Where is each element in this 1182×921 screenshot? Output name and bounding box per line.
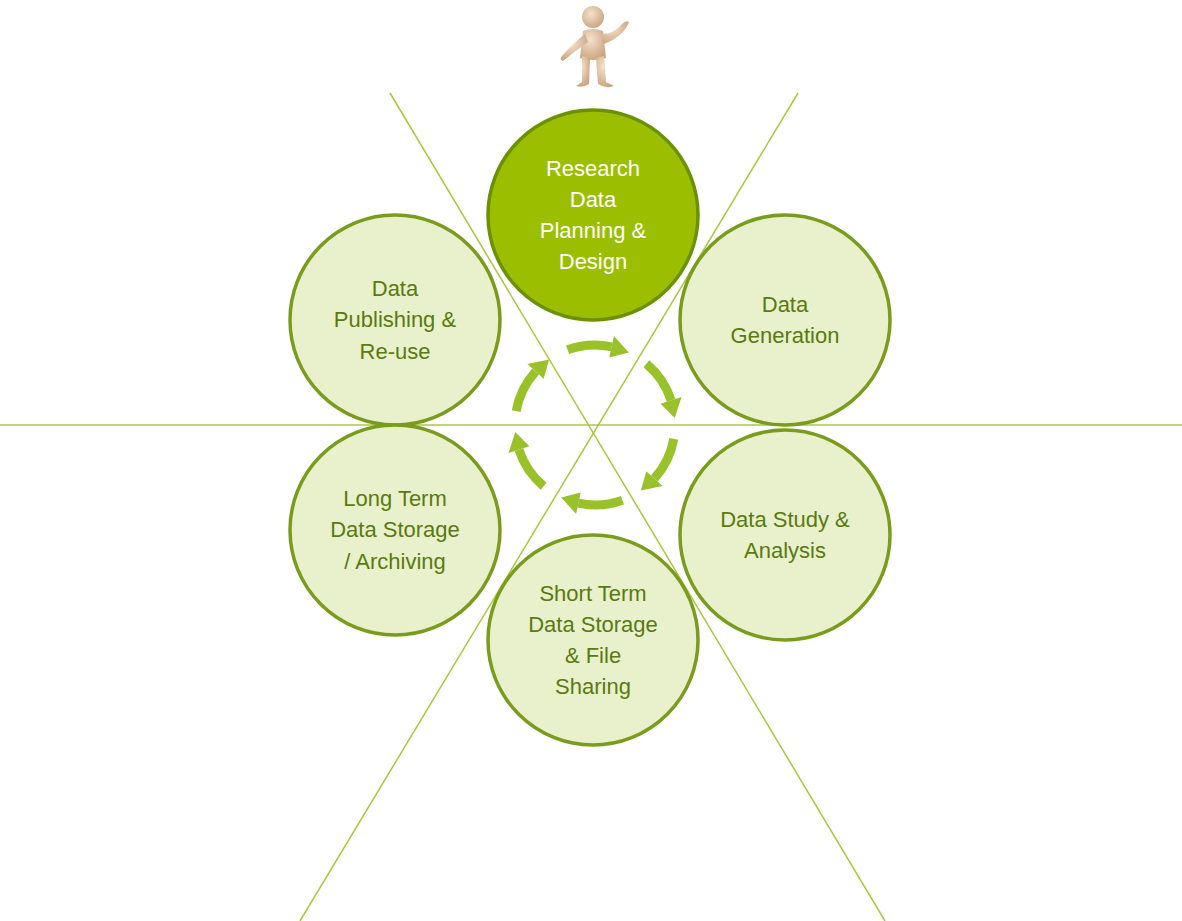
circle-shape <box>488 110 698 320</box>
arrowhead <box>609 336 629 358</box>
cycle-arrow <box>578 500 622 505</box>
circle-shape <box>488 535 698 745</box>
arrowhead <box>509 432 530 453</box>
stage-circle: Research Data Planning & Design <box>486 108 700 322</box>
text-holder: Data Study & Analysis <box>719 504 851 566</box>
text-holder: Data Generation <box>719 289 851 351</box>
circle-outline <box>486 533 700 747</box>
circle-outline <box>486 108 700 322</box>
circle-shape <box>290 425 500 635</box>
text-holder: Research Data Planning & Design <box>527 153 659 278</box>
circle-shape <box>290 215 500 425</box>
arrowhead <box>527 360 549 379</box>
cycle-arrow <box>568 345 612 350</box>
text-holder: Short Term Data Storage & File Sharing <box>527 578 659 703</box>
figure-head <box>582 6 604 28</box>
stage-circle: Data Publishing & Re-use <box>288 213 502 427</box>
figure-ground <box>555 0 635 93</box>
stage-label: Data Study & Analysis <box>719 504 851 566</box>
circle-outline <box>678 213 892 427</box>
cycle-arrow <box>516 372 535 412</box>
text-holder: Data Publishing & Re-use <box>329 273 461 367</box>
stage-circle: Short Term Data Storage & File Sharing <box>486 533 700 747</box>
cycle-arrow <box>646 364 671 401</box>
arrowhead <box>561 493 581 515</box>
stage-label: Data Generation <box>719 289 851 351</box>
cycle-arrow <box>519 450 544 487</box>
circle-shape <box>680 430 890 640</box>
stage-label: Research Data Planning & Design <box>527 153 659 278</box>
stage-circle: Data Study & Analysis <box>678 428 892 642</box>
divider-line <box>0 424 1182 426</box>
divider-lines <box>0 93 1182 921</box>
circle-outline <box>678 428 892 642</box>
cycle-arrowheads <box>509 336 682 514</box>
stage-label: Data Publishing & Re-use <box>329 273 461 367</box>
figure-leg <box>596 56 614 87</box>
arrowhead <box>641 471 663 490</box>
stage-label: Short Term Data Storage & File Sharing <box>527 578 659 703</box>
cycle-arrow <box>654 439 673 479</box>
figure-leg <box>576 56 590 87</box>
stage-circle: Long Term Data Storage / Archiving <box>288 423 502 637</box>
stage-label: Long Term Data Storage / Archiving <box>329 483 461 577</box>
cycle-arrows <box>516 345 674 505</box>
text-holder: Long Term Data Storage / Archiving <box>329 483 461 577</box>
figure-arm <box>601 21 629 44</box>
arrowhead <box>661 397 682 418</box>
circle-shape <box>680 215 890 425</box>
stage-circle: Data Generation <box>678 213 892 427</box>
person-figure <box>555 0 635 93</box>
